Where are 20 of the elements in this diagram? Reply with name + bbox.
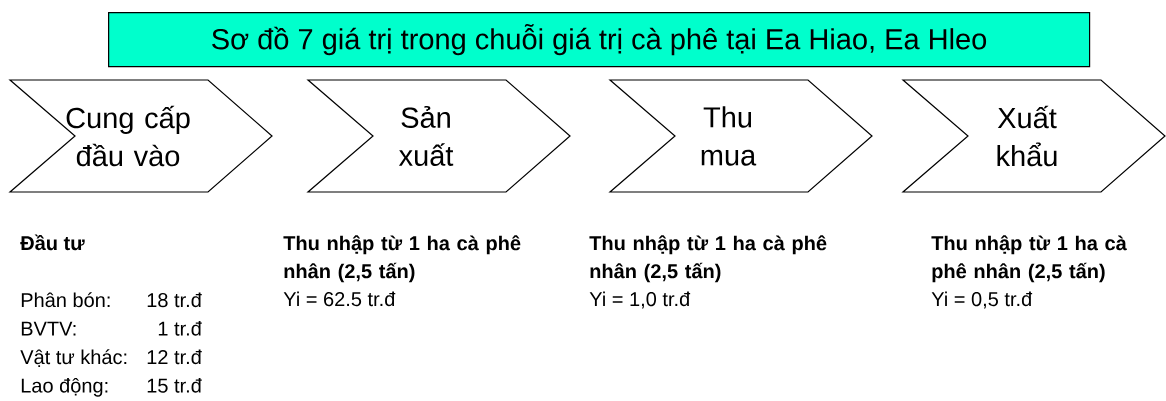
stage-box: Cung cấp đầu vào bbox=[8, 79, 273, 193]
value-text: Yi = 62.5 tr.đ bbox=[283, 291, 396, 307]
cost-label: Phân bón: bbox=[21, 292, 110, 308]
cost-label: Lao động: bbox=[21, 377, 108, 397]
cost-label: Vật tư khác: bbox=[20, 349, 127, 368]
heading: Thu nhập từ 1 ha cà phê nhân (2,5 tấn) bbox=[283, 235, 521, 283]
heading: Đầu tư bbox=[20, 234, 85, 251]
heading: Thu nhập từ 1 ha cà phê nhân (2,5 tấn) bbox=[931, 235, 1127, 283]
cost-value: 12 tr.đ bbox=[147, 349, 202, 365]
cost-label: BVTV: bbox=[21, 321, 76, 336]
value-text: Yi = 1,0 tr.đ bbox=[589, 291, 691, 309]
stage-box: Thu mua bbox=[608, 79, 873, 193]
heading: Thu nhập từ 1 ha cà phê nhân (2,5 tấn) bbox=[589, 235, 827, 283]
cost-value: 18 tr.đ bbox=[147, 292, 202, 308]
cost-value: 15 tr.đ bbox=[147, 378, 202, 393]
cost-value: 1 tr.đ bbox=[158, 321, 202, 336]
stage-box: Sản xuất bbox=[306, 79, 571, 193]
stage-box: Xuất khẩu bbox=[901, 79, 1166, 193]
title-box: Sơ đồ 7 giá trị trong chuỗi giá trị cà phê tại Ea Hiao, Ea Hleo bbox=[108, 12, 1091, 68]
value-text: Yi = 0,5 tr.đ bbox=[931, 291, 1033, 309]
